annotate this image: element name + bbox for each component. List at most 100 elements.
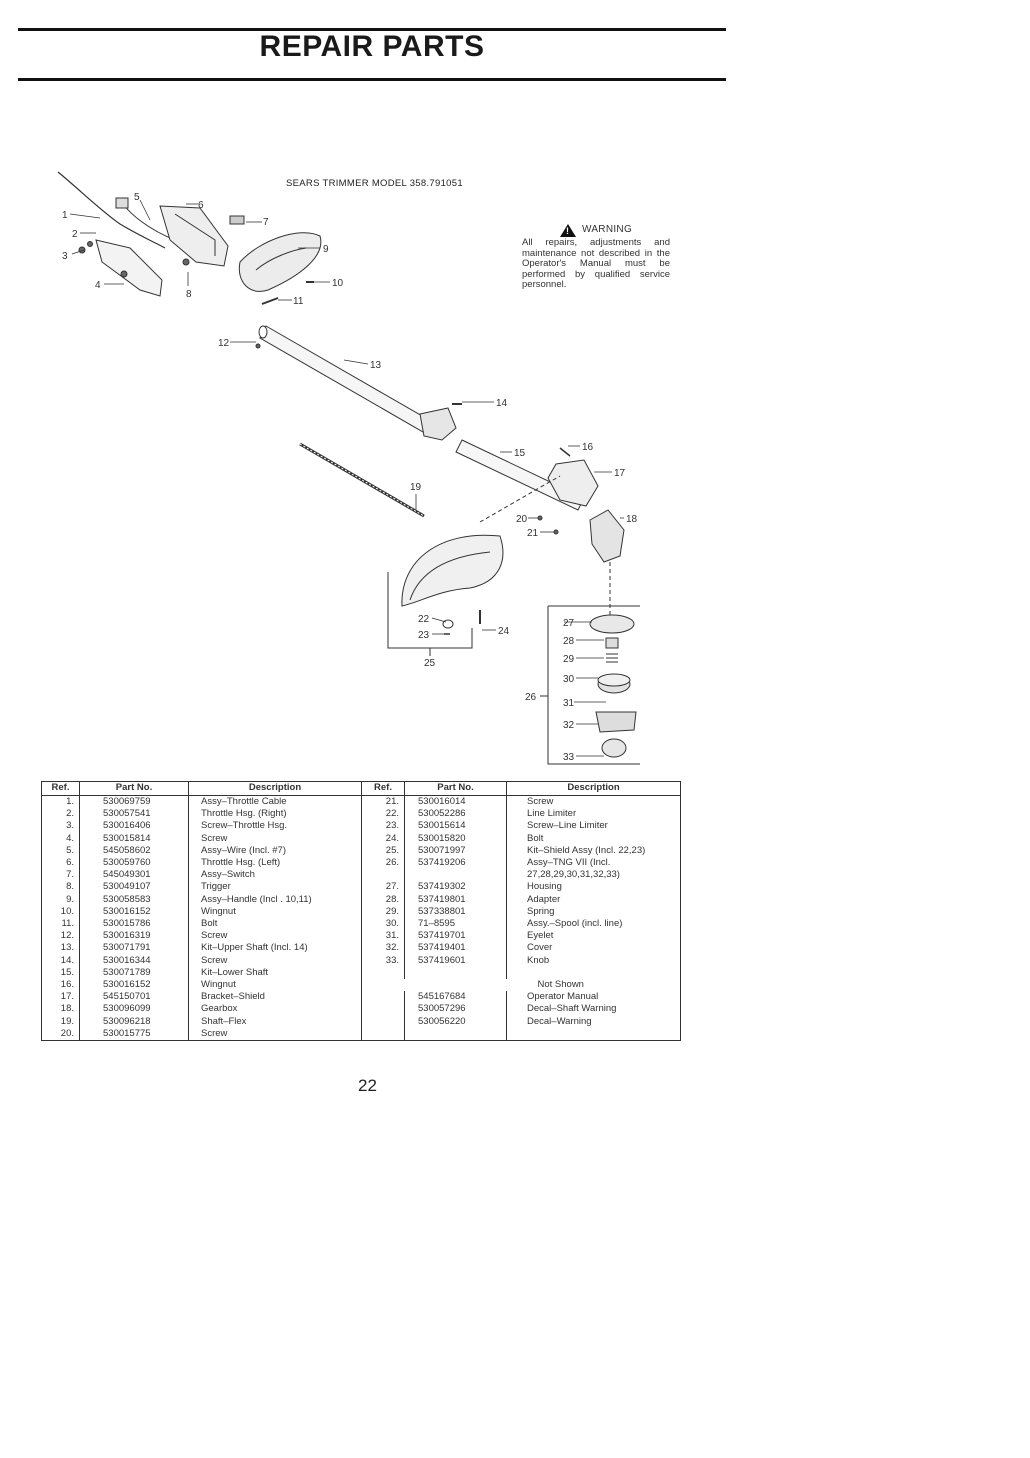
part-description-2: Eyelet bbox=[506, 930, 681, 943]
part-ref-2 bbox=[361, 1003, 405, 1016]
header-ref: Ref. bbox=[41, 781, 80, 796]
callout-31: 31 bbox=[563, 698, 575, 709]
warning-heading: ! WARNING bbox=[522, 224, 670, 237]
part-number: 530016152 bbox=[79, 905, 189, 919]
callout-28: 28 bbox=[563, 636, 575, 647]
callout-30: 30 bbox=[563, 674, 575, 685]
callout-5: 5 bbox=[134, 192, 140, 203]
callout-4: 4 bbox=[95, 280, 101, 291]
part-number: 530016152 bbox=[79, 979, 189, 992]
part-ref: 19. bbox=[41, 1015, 80, 1028]
part-ref-2: 21. bbox=[361, 795, 405, 809]
part-description-2: Assy.–Spool (incl. line) bbox=[506, 918, 681, 931]
part-description: Assy–Handle (Incl . 10,11) bbox=[188, 893, 362, 906]
part-ref-2 bbox=[361, 1027, 405, 1042]
part-number-2: 537338801 bbox=[404, 905, 507, 919]
part-ref: 11. bbox=[41, 918, 80, 931]
page-number: 22 bbox=[358, 1076, 377, 1095]
part-number-2: 530057296 bbox=[404, 1003, 507, 1016]
callout-15: 15 bbox=[514, 448, 526, 459]
part-number: 530016344 bbox=[79, 954, 189, 967]
callout-numbers: 1 2 3 4 5 6 7 8 9 10 11 12 13 14 15 16 1… bbox=[62, 192, 638, 763]
part-ref-2: 23. bbox=[361, 820, 405, 833]
part-number-2: 537419401 bbox=[404, 942, 507, 955]
callout-10: 10 bbox=[332, 278, 344, 289]
part-ref: 5. bbox=[41, 844, 80, 858]
header-description-2: Description bbox=[506, 781, 681, 796]
part-description-2: Adapter bbox=[506, 893, 681, 906]
part-ref: 1. bbox=[41, 795, 80, 809]
part-number: 530015775 bbox=[79, 1027, 189, 1042]
throttle-assembly-drawing bbox=[57, 171, 322, 349]
part-ref-2: 25. bbox=[361, 844, 405, 858]
part-description-2: Bolt bbox=[506, 832, 681, 845]
callout-8: 8 bbox=[186, 289, 192, 300]
callout-20: 20 bbox=[516, 514, 528, 525]
parts-table-header: Ref. Part No. Description Ref. Part No. … bbox=[41, 781, 681, 796]
part-number: 545049301 bbox=[79, 869, 189, 882]
callout-22: 22 bbox=[418, 614, 430, 625]
part-description-2: Line Limiter bbox=[506, 808, 681, 821]
part-number-2: 537419206 bbox=[404, 857, 507, 870]
part-description: Screw bbox=[188, 832, 362, 845]
part-description: Wingnut bbox=[188, 905, 362, 919]
part-ref-2: 26. bbox=[361, 857, 405, 870]
part-ref-2: 22. bbox=[361, 808, 405, 821]
part-ref: 2. bbox=[41, 808, 80, 821]
part-ref-2: 28. bbox=[361, 893, 405, 906]
part-ref-2 bbox=[361, 966, 405, 980]
part-number-2 bbox=[404, 869, 507, 882]
part-ref: 12. bbox=[41, 930, 80, 943]
part-description: Screw bbox=[188, 1027, 362, 1042]
part-description-2: Screw bbox=[506, 795, 681, 809]
callout-9: 9 bbox=[323, 244, 329, 255]
part-ref-2: 33. bbox=[361, 954, 405, 967]
part-ref: 15. bbox=[41, 966, 80, 980]
part-description-2: Housing bbox=[506, 881, 681, 894]
part-ref: 16. bbox=[41, 979, 80, 992]
part-number: 530016406 bbox=[79, 820, 189, 833]
part-description: Assy–Wire (Incl. #7) bbox=[188, 844, 362, 858]
part-description-2: Kit–Shield Assy (Incl. 22,23) bbox=[506, 844, 681, 858]
callout-12: 12 bbox=[218, 338, 230, 349]
part-number-2 bbox=[404, 1027, 507, 1042]
part-description: Kit–Lower Shaft bbox=[188, 966, 362, 980]
part-number: 530096218 bbox=[79, 1015, 189, 1028]
part-number: 530057541 bbox=[79, 808, 189, 821]
part-number: 545058602 bbox=[79, 844, 189, 858]
callout-16: 16 bbox=[582, 442, 594, 453]
part-number: 530059760 bbox=[79, 857, 189, 870]
callout-6: 6 bbox=[198, 200, 204, 211]
part-ref: 9. bbox=[41, 893, 80, 906]
callout-33: 33 bbox=[563, 752, 575, 763]
part-number-2: 530056220 bbox=[404, 1015, 507, 1028]
callout-7: 7 bbox=[263, 217, 269, 228]
callout-24: 24 bbox=[498, 626, 510, 637]
part-number: 530071791 bbox=[79, 942, 189, 955]
callout-3: 3 bbox=[62, 251, 68, 262]
part-description-2: Cover bbox=[506, 942, 681, 955]
part-number-2: 537419801 bbox=[404, 893, 507, 906]
callout-32: 32 bbox=[563, 720, 575, 731]
callout-13: 13 bbox=[370, 360, 382, 371]
callout-19: 19 bbox=[410, 482, 422, 493]
part-description: Screw bbox=[188, 930, 362, 943]
part-ref: 4. bbox=[41, 832, 80, 845]
part-number-2: 530071997 bbox=[404, 844, 507, 858]
callout-1: 1 bbox=[62, 210, 68, 221]
part-ref-2: 27. bbox=[361, 881, 405, 894]
part-number: 530069759 bbox=[79, 795, 189, 809]
part-description: Assy–Switch bbox=[188, 869, 362, 882]
part-description-2: Spring bbox=[506, 905, 681, 919]
part-number-2: 537419302 bbox=[404, 881, 507, 894]
callout-23: 23 bbox=[418, 630, 430, 641]
